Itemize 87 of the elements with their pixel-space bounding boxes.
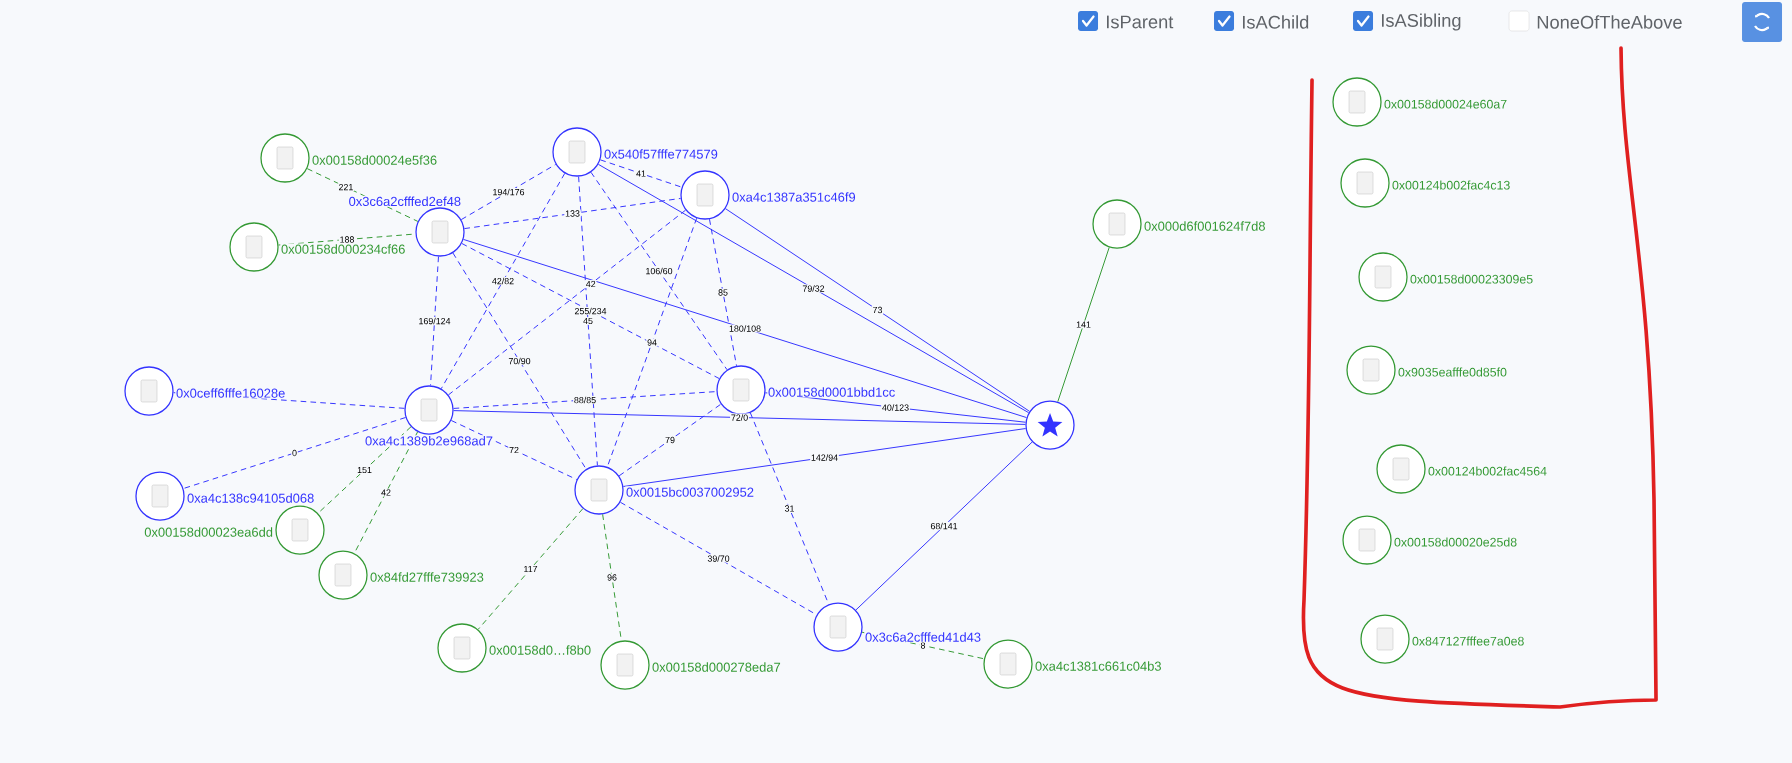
edge-label: 106/60 xyxy=(644,266,674,276)
device-address: 0x00158d00023ea6dd xyxy=(143,526,274,538)
device-address: 0x00158d000278eda7 xyxy=(651,661,782,673)
link-line xyxy=(709,218,738,367)
link-line xyxy=(430,256,439,386)
device-address: 0x00158d0001bbd1cc xyxy=(767,386,896,398)
checkbox: IsASibling xyxy=(1353,11,1461,31)
edge-label: 151 xyxy=(356,466,373,474)
checkbox: NoneOfTheAbove xyxy=(1508,10,1682,32)
link-line xyxy=(597,163,1030,414)
link-line xyxy=(477,508,584,630)
edge-label: 72 xyxy=(508,446,520,454)
link-line xyxy=(618,403,722,477)
device-address: 0x0ceff6fffe16028e xyxy=(175,387,286,399)
edge-label: 180/108 xyxy=(728,324,762,333)
link-line xyxy=(855,441,1033,611)
edge-label: 194/176 xyxy=(491,187,526,197)
device-address: 0x847127fffee7a0e8 xyxy=(1411,635,1526,647)
edge-label: 45 xyxy=(582,317,594,325)
edge-label: 79 xyxy=(664,436,676,444)
edge-label: 117 xyxy=(522,565,539,573)
edge-label: 88/85 xyxy=(573,395,597,405)
edge-label: 41 xyxy=(635,169,647,178)
device-address: 0x000d6f001624f7d8 xyxy=(1143,220,1267,232)
device-address: 0xa4c1387a351c46f9 xyxy=(731,191,857,203)
link-line xyxy=(463,197,682,230)
device-address: 0x00158d00023309e5 xyxy=(1409,273,1534,285)
device-address: 0x00158d00024e60a7 xyxy=(1383,98,1508,110)
device-address: 0xa4c1381c661c04b3 xyxy=(1034,660,1163,672)
device-address: 0x00124b002fac4564 xyxy=(1427,465,1548,477)
edge-label: 73 xyxy=(871,306,884,314)
edge-label: 85 xyxy=(717,288,729,297)
edge-label: 96 xyxy=(606,573,618,582)
link-line xyxy=(578,176,598,466)
device-address: 0x9035eafffe0d85f0 xyxy=(1397,366,1508,378)
edge-label: 221 xyxy=(337,183,355,191)
link-line xyxy=(183,417,407,489)
link-line xyxy=(619,501,818,616)
checkbox: IsAChild xyxy=(1214,11,1309,31)
link-line xyxy=(725,208,1030,412)
link-line xyxy=(463,238,1027,419)
link-line xyxy=(453,410,1026,425)
device-address: 0xa4c1389b2e968ad7 xyxy=(364,435,494,447)
device-address: 0x84fd27fffe739923 xyxy=(369,571,485,583)
link-line xyxy=(590,171,728,371)
edge-label: 169/124 xyxy=(417,316,452,326)
link-line xyxy=(606,217,698,468)
link-line xyxy=(461,242,720,380)
device-address: 0x0015bc0037002952 xyxy=(625,486,755,498)
edge-label: 42/82 xyxy=(491,276,515,286)
edge-label: 42 xyxy=(584,280,597,288)
link-line xyxy=(749,412,830,605)
edge-label: 70/90 xyxy=(507,356,532,366)
link-line xyxy=(1057,246,1110,403)
device-address: 0x00158d00024e5f36 xyxy=(311,154,438,166)
link-line xyxy=(602,513,622,642)
device-address: 0xa4c138c94105d068 xyxy=(186,492,315,504)
link-line xyxy=(599,159,683,188)
edge-label: 42 xyxy=(380,488,392,497)
device-address: 0x3c6a2cfffed2ef48 xyxy=(347,195,462,207)
checkbox: IsParent xyxy=(1078,11,1174,31)
link-line xyxy=(306,168,419,222)
link-line xyxy=(317,426,412,514)
edge-label: 68/141 xyxy=(929,521,959,531)
link-line xyxy=(450,420,578,480)
edge-label: 79/32 xyxy=(801,284,826,293)
edge-label: 142/94 xyxy=(810,453,839,462)
edge-label: 94 xyxy=(646,338,658,347)
edge-label: 31 xyxy=(783,504,796,513)
edge-label: 133 xyxy=(564,209,581,218)
link-line xyxy=(447,209,687,396)
link-line xyxy=(353,431,419,554)
link-line xyxy=(453,391,717,409)
edge-label: 39/70 xyxy=(706,554,731,563)
link-line xyxy=(460,163,557,221)
edge-label: 141 xyxy=(1075,320,1092,329)
device-address: 0x00124b002fac4c13 xyxy=(1391,179,1511,191)
link-line xyxy=(440,172,566,390)
edge-label: 0 xyxy=(291,449,298,457)
device-address: 0x540f57fffe774579 xyxy=(603,148,719,160)
edge-label: 40/123 xyxy=(881,403,910,412)
edge-label: 72/0 xyxy=(730,413,749,422)
device-address: 0x00158d0…f8b0 xyxy=(488,644,592,656)
link-line xyxy=(452,252,587,470)
edge-label: 188 xyxy=(338,235,356,244)
device-address: 0x00158d00020e25d8 xyxy=(1393,536,1518,548)
link-line xyxy=(622,428,1027,487)
